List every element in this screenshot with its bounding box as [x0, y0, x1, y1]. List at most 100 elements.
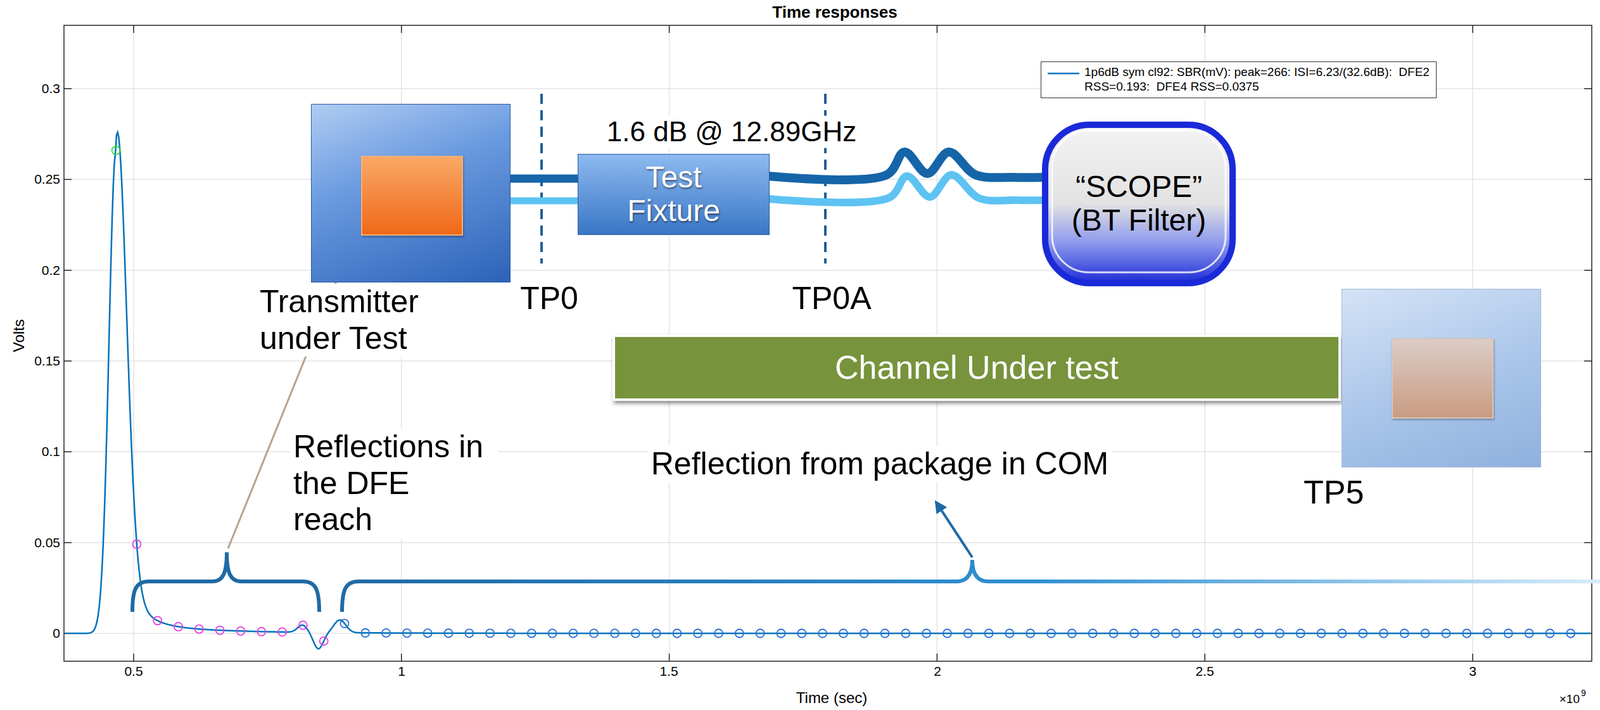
sample-marker [444, 628, 453, 638]
tick-label: 2 [933, 663, 942, 680]
tick-mark [1472, 25, 1474, 33]
pulse-response-curve [65, 132, 1591, 649]
grid-line [133, 25, 135, 662]
sample-marker [901, 628, 910, 638]
sample-marker [298, 621, 308, 630]
tick-mark [668, 25, 671, 33]
sample-marker [1483, 629, 1492, 638]
tick-mark [133, 25, 135, 33]
sample-marker [1421, 629, 1430, 638]
legend-line [1047, 72, 1080, 75]
grid [63, 25, 1592, 662]
package-bracket [342, 559, 1600, 612]
tick-mark [1584, 269, 1592, 272]
tick-mark [1472, 653, 1474, 662]
sample-marker [1379, 629, 1388, 638]
sample-marker [1400, 629, 1409, 638]
sample-marker [1275, 629, 1284, 638]
tick-mark [936, 25, 939, 33]
box-heading: Transmitter under Test [257, 283, 446, 357]
tick-mark [63, 451, 72, 453]
sample-marker [1296, 629, 1305, 638]
tick-label: 1.5 [659, 663, 678, 680]
sample-marker [340, 619, 349, 628]
sample-marker [839, 628, 848, 638]
sample-marker [922, 628, 931, 638]
annotation-note: Reflection from package in COM [648, 445, 1112, 483]
sample-marker [610, 628, 619, 638]
grid-line [63, 269, 1592, 272]
chip-die [361, 155, 464, 236]
sample-marker [1317, 629, 1326, 638]
tick-label: 0.3 [41, 81, 61, 97]
legend-line-sample [1047, 70, 1081, 77]
tick-mark [1584, 542, 1592, 544]
receiver-box: TP5 [1341, 288, 1542, 468]
axis-exponent: ×10 [1559, 692, 1580, 707]
tick-mark [63, 88, 72, 90]
sample-marker [1067, 628, 1077, 638]
tick-label: 2.5 [1195, 663, 1214, 680]
box-label: Test Fixture [607, 160, 741, 229]
sample-marker [1026, 628, 1035, 638]
sample-marker [964, 628, 973, 638]
leader-arrow [936, 502, 973, 558]
tick-mark [63, 360, 72, 362]
plot-area [63, 25, 1592, 662]
sample-marker [1005, 628, 1014, 638]
sample-marker [1337, 629, 1347, 638]
tick-mark [1204, 653, 1206, 662]
box-label: “SCOPE” (BT Filter) [1061, 170, 1217, 238]
box-label: Channel Under test [834, 349, 1119, 386]
tick-label: 0.05 [34, 535, 61, 551]
scope-bezel [1052, 130, 1226, 273]
sample-marker [1192, 629, 1201, 638]
cable-connector [768, 152, 1044, 203]
sample-marker [1212, 629, 1222, 638]
tick-mark [400, 25, 403, 33]
sample-marker [1441, 629, 1450, 638]
sample-marker [423, 628, 432, 638]
sample-marker [215, 626, 225, 635]
sample-marker [714, 628, 723, 638]
sample-marker [568, 628, 578, 638]
tick-label: 3 [1468, 663, 1477, 680]
sample-marker [1566, 629, 1575, 638]
sample-marker [1150, 628, 1160, 638]
tick-mark [1584, 88, 1592, 90]
sample-marker [756, 628, 765, 638]
sample-marker [1254, 629, 1264, 638]
sample-marker [672, 628, 681, 638]
sample-marker [735, 628, 744, 638]
sample-marker [1504, 629, 1513, 638]
sample-marker [174, 622, 183, 631]
test-fixture-box: Test Fixture [577, 153, 770, 235]
scope-box: “SCOPE” (BT Filter) [1040, 120, 1238, 288]
sample-marker [1088, 628, 1098, 638]
sample-marker [464, 628, 474, 638]
tick-mark [668, 653, 671, 662]
box-heading: TP5 [1301, 473, 1366, 512]
sample-marker [943, 628, 952, 638]
tick-mark [63, 269, 72, 272]
sample-marker [1358, 629, 1367, 638]
axis-label: Volts [10, 319, 28, 353]
sample-marker [278, 627, 287, 636]
response-curve-group [65, 132, 1591, 649]
sample-marker [112, 146, 121, 155]
sample-marker [1047, 628, 1056, 638]
grid-line [63, 542, 1592, 544]
sample-marker [1233, 629, 1243, 638]
legend-text: 1p6dB sym cl92: SBR(mV): peak=266: ISI=6… [1084, 65, 1430, 95]
tick-label: 0.2 [41, 262, 61, 279]
tick-label: 0.15 [34, 353, 61, 369]
cable-wire [768, 174, 1044, 203]
tick-mark [1584, 451, 1592, 453]
axis-exponent: 9 [1580, 687, 1587, 699]
sample-marker [402, 628, 412, 638]
loss-annotation: 1.6 dB @ 12.89GHz [604, 115, 859, 149]
tick-mark [1204, 25, 1206, 33]
sample-marker [631, 628, 640, 638]
sample-marker [1525, 629, 1534, 638]
